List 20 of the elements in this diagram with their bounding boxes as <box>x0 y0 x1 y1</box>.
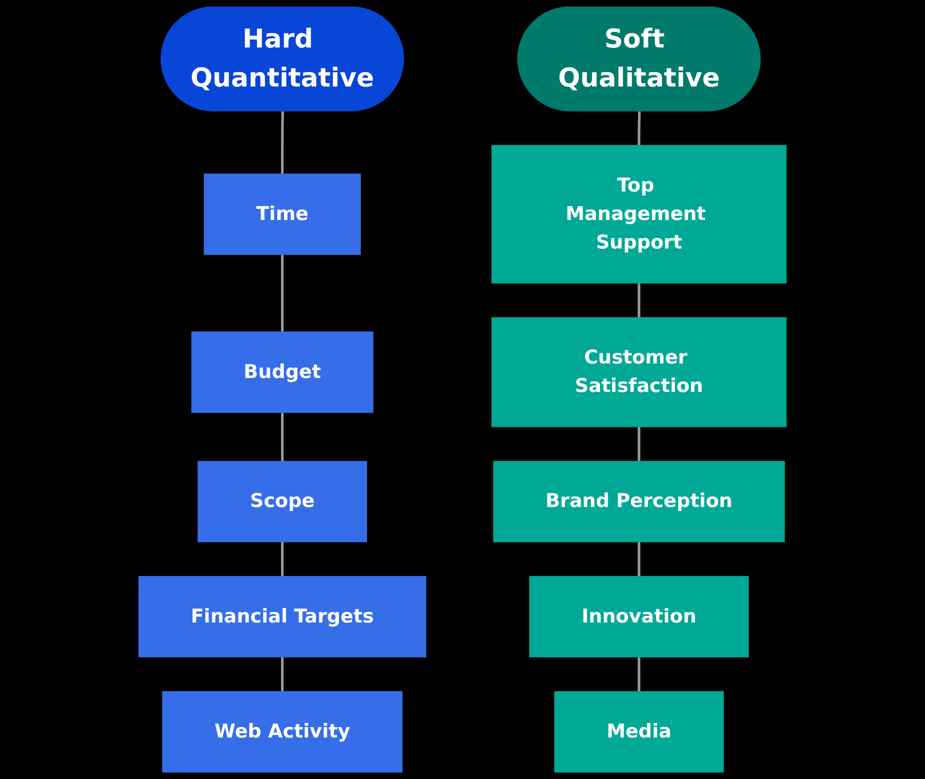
connector <box>638 111 641 146</box>
connector <box>638 426 640 462</box>
node-box: Scope <box>198 460 367 542</box>
connector <box>281 412 284 462</box>
connector <box>281 542 284 576</box>
node-box: Budget <box>191 332 374 413</box>
node-box: Customer Satisfaction <box>491 317 787 428</box>
node-box: Time <box>204 174 361 255</box>
connector <box>638 542 640 576</box>
node-box: Media <box>554 691 724 772</box>
node-box: Innovation <box>529 576 749 658</box>
connector <box>281 111 284 174</box>
node-box: Brand Perception <box>493 460 785 542</box>
connector <box>638 283 640 318</box>
node-box: Financial Targets <box>138 576 426 658</box>
node-box: Top Management Support <box>491 144 787 284</box>
connector <box>281 656 284 692</box>
connector <box>281 254 284 332</box>
connector <box>638 656 640 692</box>
node-box: Web Activity <box>162 691 402 772</box>
